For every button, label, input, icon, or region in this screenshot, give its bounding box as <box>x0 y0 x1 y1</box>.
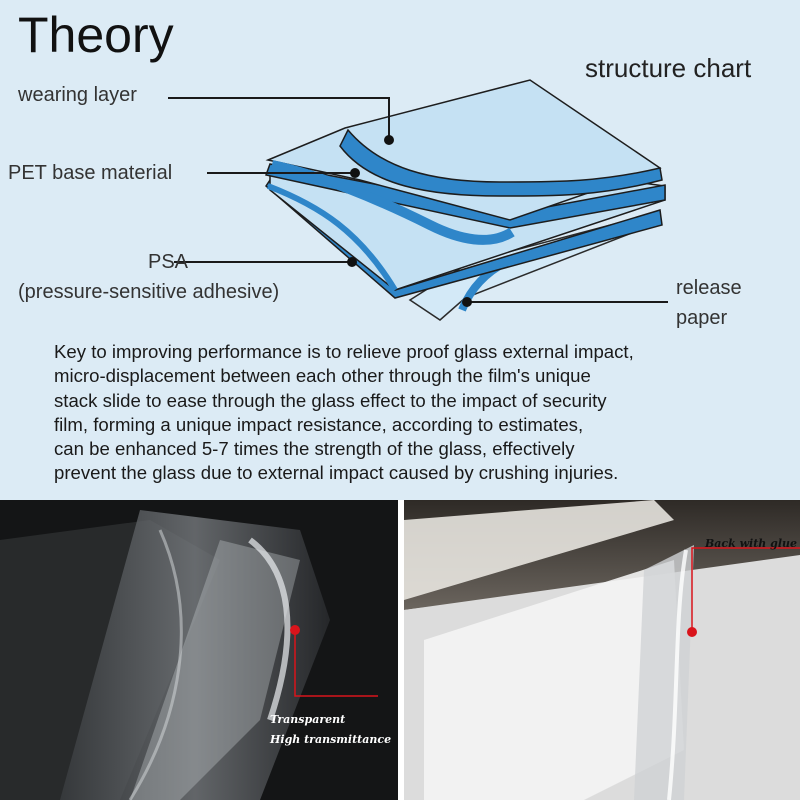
description-line: film, forming a unique impact resistance… <box>54 413 584 435</box>
layer-structure-diagram <box>168 79 668 321</box>
wearing-layer-edge <box>339 128 663 197</box>
psa-full-label: (pressure-sensitive adhesive) <box>18 281 280 303</box>
pet-layer-edge <box>265 163 666 229</box>
glue-film-illustration <box>404 500 800 800</box>
description-line: can be enhanced 5-7 times the strength o… <box>54 438 575 460</box>
wearing-layer-label: wearing layer <box>18 84 137 106</box>
film-roll-illustration <box>0 500 398 800</box>
transparent-film-photo: Transparent High transmittance <box>0 500 398 800</box>
pet-marker <box>350 168 360 178</box>
wearing-layer-leader <box>168 97 390 140</box>
description-line: Key to improving performance is to relie… <box>54 341 634 362</box>
description-line: prevent the glass due to external impact… <box>54 462 619 484</box>
page-title: Theory <box>18 7 174 63</box>
psa-marker <box>347 257 357 267</box>
pet-layer-curve <box>270 160 515 245</box>
description-line: micro-displacement between each other th… <box>54 365 591 387</box>
glue-backing-photo: Back with glue <box>404 500 800 800</box>
release-paper-label-line2: paper <box>676 307 728 329</box>
psa-label: PSA <box>148 251 189 273</box>
release-paper-label-line1: release <box>676 277 742 299</box>
release-paper-marker <box>462 297 472 307</box>
wearing-layer-marker <box>384 135 394 145</box>
pet-base-label: PET base material <box>8 162 173 184</box>
transmittance-caption: High transmittance <box>270 733 392 746</box>
description-paragraph: Key to improving performance is to relie… <box>54 340 774 486</box>
transparent-caption: Transparent <box>270 713 346 726</box>
chart-subtitle: structure chart <box>585 53 752 83</box>
description-line: stack slide to ease through the glass ef… <box>54 389 607 411</box>
back-with-glue-caption: Back with glue <box>705 537 797 550</box>
psa-layer-curve <box>266 183 398 292</box>
